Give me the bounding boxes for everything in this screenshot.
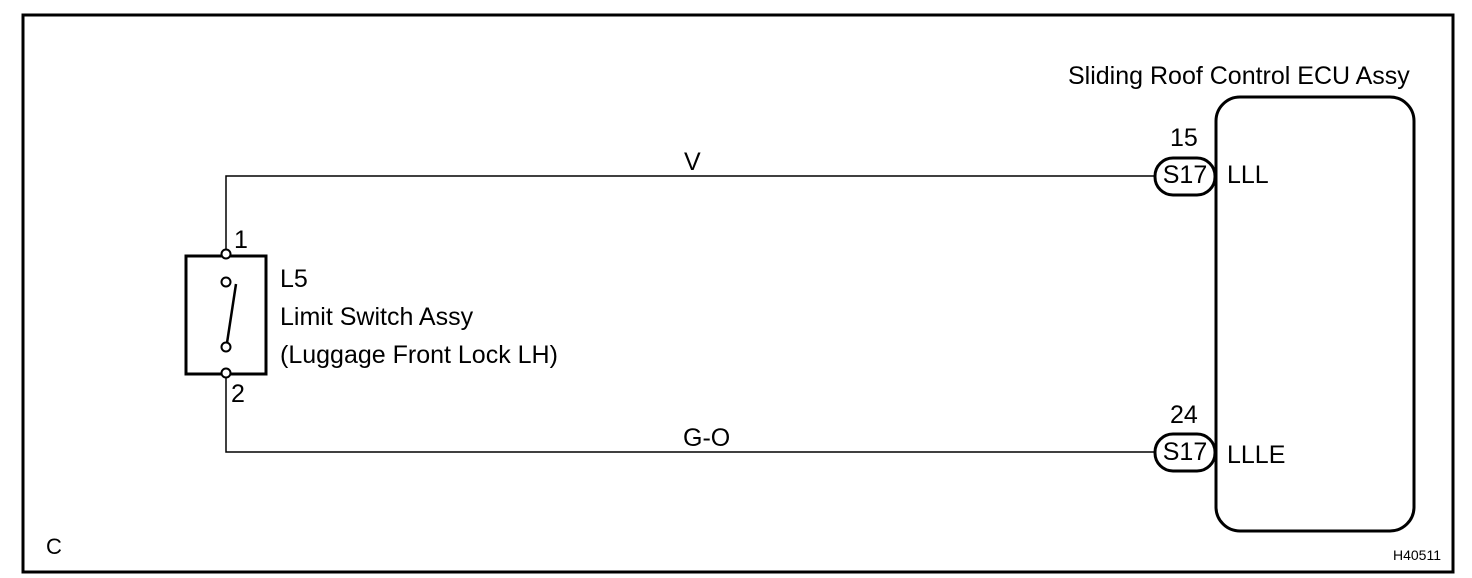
wire-g-o	[225, 374, 1155, 453]
switch-name: Limit Switch Assy	[280, 303, 474, 331]
ecu-pin-number-15: 15	[1170, 124, 1198, 152]
ecu-terminal-llle: LLLE	[1227, 441, 1286, 469]
switch-contact-bottom	[220, 341, 232, 353]
figure-id: H40511	[1393, 547, 1442, 563]
switch-terminal-2	[220, 367, 232, 379]
wire-color-v: V	[684, 148, 701, 176]
switch-blade	[225, 283, 238, 344]
connector-s17-pin15	[1153, 156, 1217, 197]
ecu-box	[1214, 95, 1416, 533]
switch-pin-1: 1	[234, 226, 248, 254]
wire-color-g-o: G-O	[683, 424, 731, 452]
connector-s17-pin24	[1153, 432, 1217, 473]
switch-contact-top	[220, 276, 232, 288]
wire-v	[225, 175, 1155, 252]
ecu-pin-number-24: 24	[1170, 401, 1198, 429]
switch-location: (Luggage Front Lock LH)	[280, 341, 558, 369]
switch-pin-2: 2	[231, 380, 245, 408]
connector-code-pin24: S17	[1162, 438, 1208, 466]
connector-code-pin15: S17	[1162, 161, 1208, 189]
diagram-frame	[21, 13, 1455, 574]
switch-code: L5	[280, 265, 308, 293]
limit-switch-body	[184, 254, 268, 376]
ecu-terminal-lll: LLL	[1227, 161, 1269, 189]
switch-terminal-1	[220, 248, 232, 260]
ecu-name: Sliding Roof Control ECU Assy	[1068, 62, 1410, 90]
section-letter: C	[46, 534, 62, 559]
